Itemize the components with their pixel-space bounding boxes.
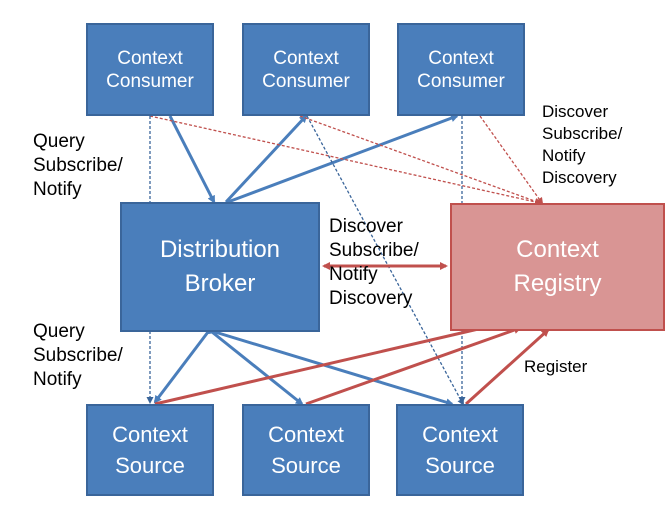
- context-consumer-2: Context Consumer: [242, 23, 370, 116]
- edge-broker-source3: [208, 326, 454, 407]
- edge-source2-registry: [305, 326, 522, 406]
- edge-broker-source1: [153, 324, 215, 404]
- edge-consumer3-registry: [479, 115, 544, 205]
- edge-source3-registry: [464, 328, 550, 406]
- context-registry-label: Context Registry: [513, 236, 602, 297]
- edge-consumer1-broker: [168, 115, 216, 204]
- edge-broker-source2: [204, 325, 304, 406]
- context-consumer-1-label: Context Consumer: [106, 47, 194, 92]
- label-register: Register: [524, 357, 588, 376]
- edge-consumer1-registry: [149, 115, 542, 206]
- distribution-broker-label: Distribution Broker: [159, 236, 281, 297]
- context-consumer-3: Context Consumer: [397, 23, 525, 116]
- context-source-2: Context Source: [242, 404, 370, 496]
- label-discover-middle: Discover Subscribe/ Notify Discovery: [329, 216, 419, 309]
- edge-consumer2-registry: [299, 115, 542, 205]
- label-discover-top-right: Discover Subscribe/ Notify Discovery: [542, 102, 623, 187]
- distribution-broker: Distribution Broker: [120, 202, 320, 332]
- context-source-2-label: Context Source: [268, 422, 344, 478]
- label-query-subscribe-bottom: Query Subscribe/ Notify: [33, 321, 123, 390]
- edge-broker-consumer2: [224, 114, 308, 204]
- context-consumer-1: Context Consumer: [86, 23, 214, 116]
- context-source-1-label: Context Source: [112, 422, 188, 478]
- context-source-1: Context Source: [86, 404, 214, 496]
- context-registry: Context Registry: [450, 203, 665, 331]
- label-query-subscribe-top: Query Subscribe/ Notify: [33, 131, 123, 200]
- context-consumer-3-label: Context Consumer: [417, 47, 505, 92]
- context-source-3-label: Context Source: [422, 422, 498, 478]
- edge-source1-registry: [154, 321, 502, 406]
- context-source-3: Context Source: [396, 404, 524, 496]
- context-consumer-2-label: Context Consumer: [262, 47, 350, 92]
